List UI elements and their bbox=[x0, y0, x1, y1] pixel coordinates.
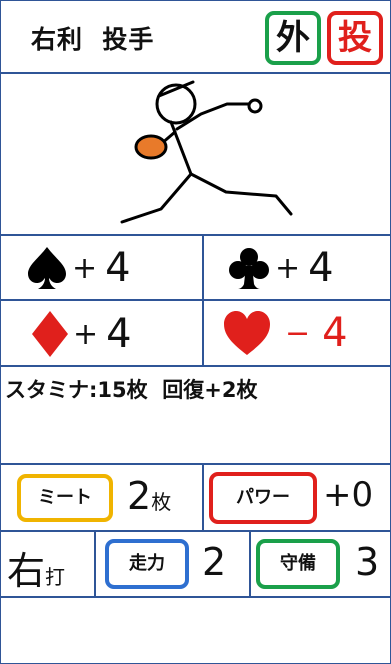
position-badge-pitcher: 投 bbox=[327, 11, 383, 65]
diamond-sign: + bbox=[73, 316, 99, 352]
speed-label: 走力 bbox=[105, 539, 189, 589]
fielding-divider-1 bbox=[94, 532, 96, 598]
club-sign: + bbox=[275, 250, 301, 286]
defense-value: 3 bbox=[355, 540, 380, 584]
player-title: 右利 投手 bbox=[31, 25, 155, 54]
illustration-area bbox=[1, 74, 390, 236]
fielding-row bbox=[1, 532, 390, 598]
batting-row bbox=[1, 465, 390, 532]
diamond-value: 4 bbox=[106, 311, 132, 357]
ball-glove-icon bbox=[134, 134, 168, 160]
meet-unit: 枚 bbox=[151, 490, 172, 514]
bats-main: 右 bbox=[7, 549, 46, 593]
suit-row-2 bbox=[1, 301, 390, 367]
pitcher-illustration bbox=[120, 80, 293, 224]
spade-bonus: + 4 bbox=[26, 245, 131, 291]
power-value: +0 bbox=[323, 475, 374, 515]
defense-label: 守備 bbox=[256, 539, 340, 589]
heart-bonus: − 4 bbox=[223, 310, 348, 356]
stamina-text: スタミナ:15枚 回復+2枚 bbox=[5, 378, 258, 402]
stamina-row bbox=[1, 367, 390, 465]
card-header: 右利 投手 外 投 bbox=[1, 1, 390, 74]
club-icon bbox=[229, 248, 269, 289]
meet-value: 2枚 bbox=[127, 474, 171, 518]
bats-sub: 打 bbox=[45, 565, 66, 589]
suit-divider bbox=[202, 236, 204, 367]
spade-value: 4 bbox=[105, 245, 131, 291]
power-label: パワー bbox=[209, 472, 317, 524]
fielding-divider-2 bbox=[249, 532, 251, 598]
diamond-icon bbox=[32, 311, 68, 357]
meet-label: ミート bbox=[17, 474, 113, 522]
suit-row-1 bbox=[1, 236, 390, 301]
diamond-bonus: + 4 bbox=[31, 310, 132, 358]
heart-sign: − bbox=[285, 315, 311, 351]
bats-hand: 右打 bbox=[7, 540, 65, 595]
speed-value: 2 bbox=[202, 540, 227, 584]
club-value: 4 bbox=[308, 245, 334, 291]
meet-number: 2 bbox=[127, 474, 152, 518]
batting-divider bbox=[202, 465, 204, 532]
spade-icon bbox=[28, 247, 66, 289]
heart-icon bbox=[224, 311, 270, 355]
spade-sign: + bbox=[72, 250, 98, 286]
heart-value: 4 bbox=[322, 310, 348, 356]
club-bonus: + 4 bbox=[227, 245, 334, 291]
notes-area bbox=[1, 598, 390, 663]
position-badge-outfield: 外 bbox=[265, 11, 321, 65]
